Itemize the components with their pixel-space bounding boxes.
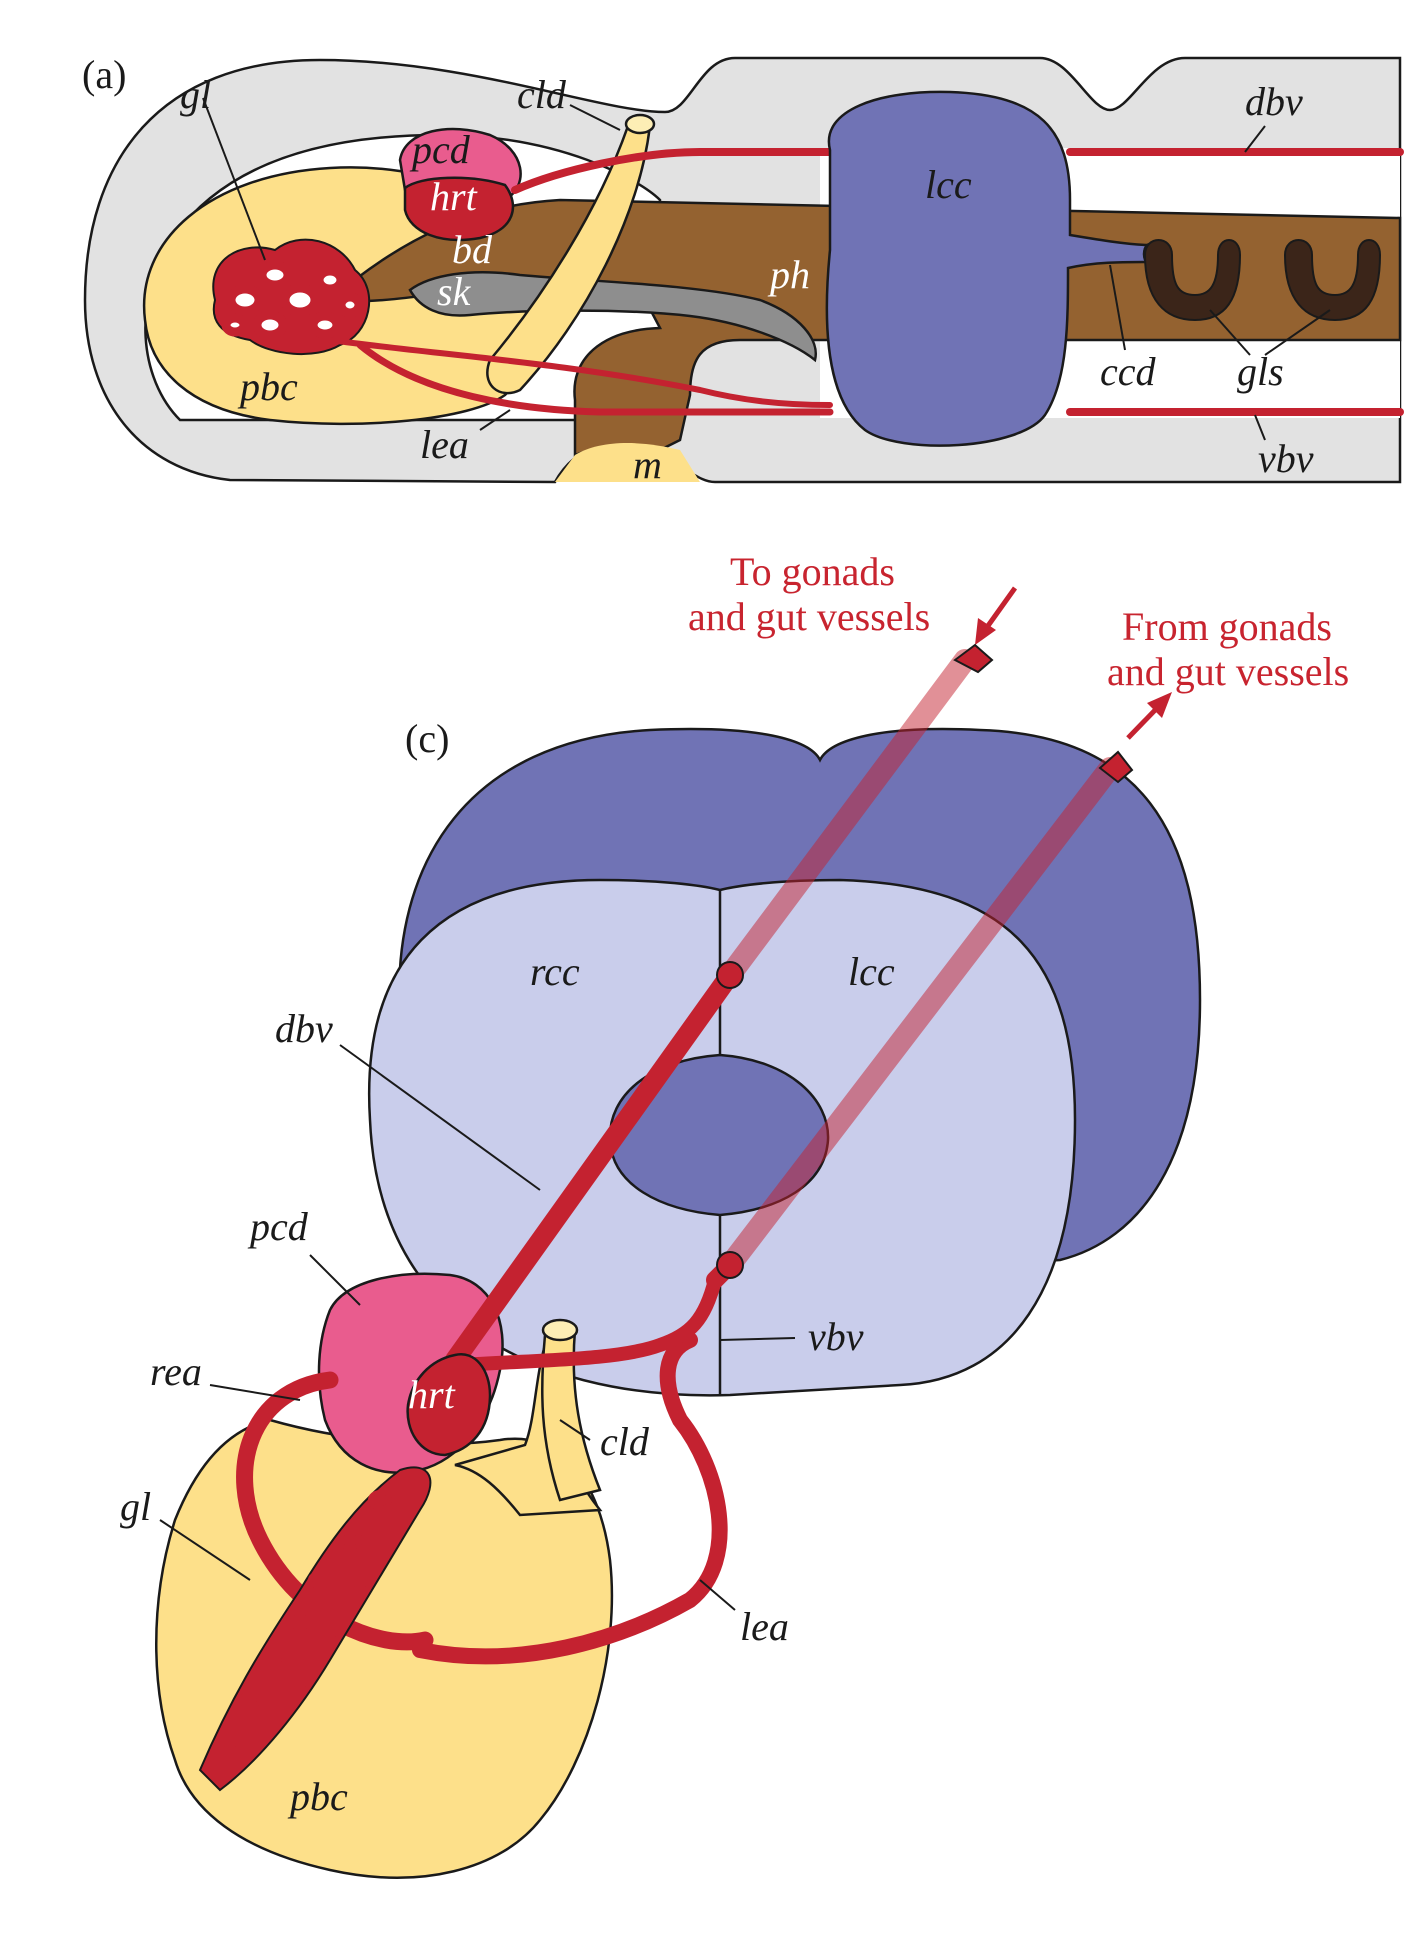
- label-lea: lea: [420, 422, 469, 467]
- leaders-a: [202, 97, 1331, 441]
- hrt-vesicle-c: [406, 1352, 492, 1457]
- gill-slits: [1143, 239, 1382, 322]
- flow-to-line2: and gut vessels: [688, 594, 930, 639]
- label-lcc-c: lcc: [848, 949, 895, 994]
- panel-a-label: (a): [82, 52, 126, 97]
- mouth-opening: [555, 443, 700, 482]
- flow-arrows: [975, 586, 1172, 740]
- leaders-c: [159, 1044, 796, 1611]
- label-lea-c: lea: [740, 1604, 789, 1649]
- label-pcd: pcd: [409, 127, 471, 172]
- flow-from-line1: From gonads: [1122, 604, 1332, 649]
- label-dbv: dbv: [1245, 79, 1303, 124]
- central-lobe: [608, 1053, 830, 1217]
- label-cld: cld: [517, 72, 567, 117]
- label-pbc-c: pbc: [287, 1774, 348, 1819]
- label-rcc-c: rcc: [530, 949, 580, 994]
- label-ph: ph: [767, 252, 810, 297]
- panel-c-label: (c): [405, 716, 449, 761]
- vessel-ends: [716, 643, 1134, 1279]
- pbc-coelom-c: [155, 1418, 614, 1879]
- flow-to-line1: To gonads: [730, 549, 895, 594]
- label-vbv-c: vbv: [808, 1314, 864, 1359]
- label-hrt: hrt: [430, 174, 478, 219]
- label-pbc: pbc: [237, 364, 298, 409]
- cld-duct: [486, 118, 652, 395]
- flow-from-line2: and gut vessels: [1107, 649, 1349, 694]
- label-rea-c: rea: [150, 1349, 202, 1394]
- vessels-c: [236, 965, 740, 1665]
- cld-pore: [624, 113, 656, 135]
- skeleton: [408, 271, 817, 363]
- glomerulus: [212, 238, 371, 356]
- cld-tube-c: [540, 1328, 602, 1502]
- label-sk: sk: [437, 269, 472, 314]
- label-m: m: [633, 442, 662, 487]
- vessels-translucent: [719, 649, 1121, 1276]
- label-gl-c: gl: [120, 1484, 151, 1529]
- panel-c: To gonads and gut vessels From gonads an…: [120, 549, 1349, 1879]
- label-gl: gl: [180, 72, 211, 117]
- hrt-vesicle: [403, 176, 515, 242]
- label-pcd-c: pcd: [247, 1204, 309, 1249]
- label-lcc: lcc: [925, 162, 972, 207]
- label-cld-c: cld: [600, 1419, 650, 1464]
- label-vbv: vbv: [1258, 436, 1314, 481]
- lcc-sac: [825, 90, 1152, 447]
- label-gls: gls: [1237, 349, 1284, 394]
- label-dbv-c: dbv: [275, 1006, 333, 1051]
- label-ccd: ccd: [1100, 349, 1157, 394]
- vessels-a: [327, 148, 1404, 416]
- cld-pore-c: [541, 1318, 579, 1342]
- label-hrt-c: hrt: [408, 1372, 456, 1417]
- label-bd: bd: [452, 227, 493, 272]
- panel-a: (a) gl cld dbv pcd hrt lcc bd sk ph pbc …: [82, 52, 1404, 487]
- glomerulus-c: [198, 1466, 432, 1792]
